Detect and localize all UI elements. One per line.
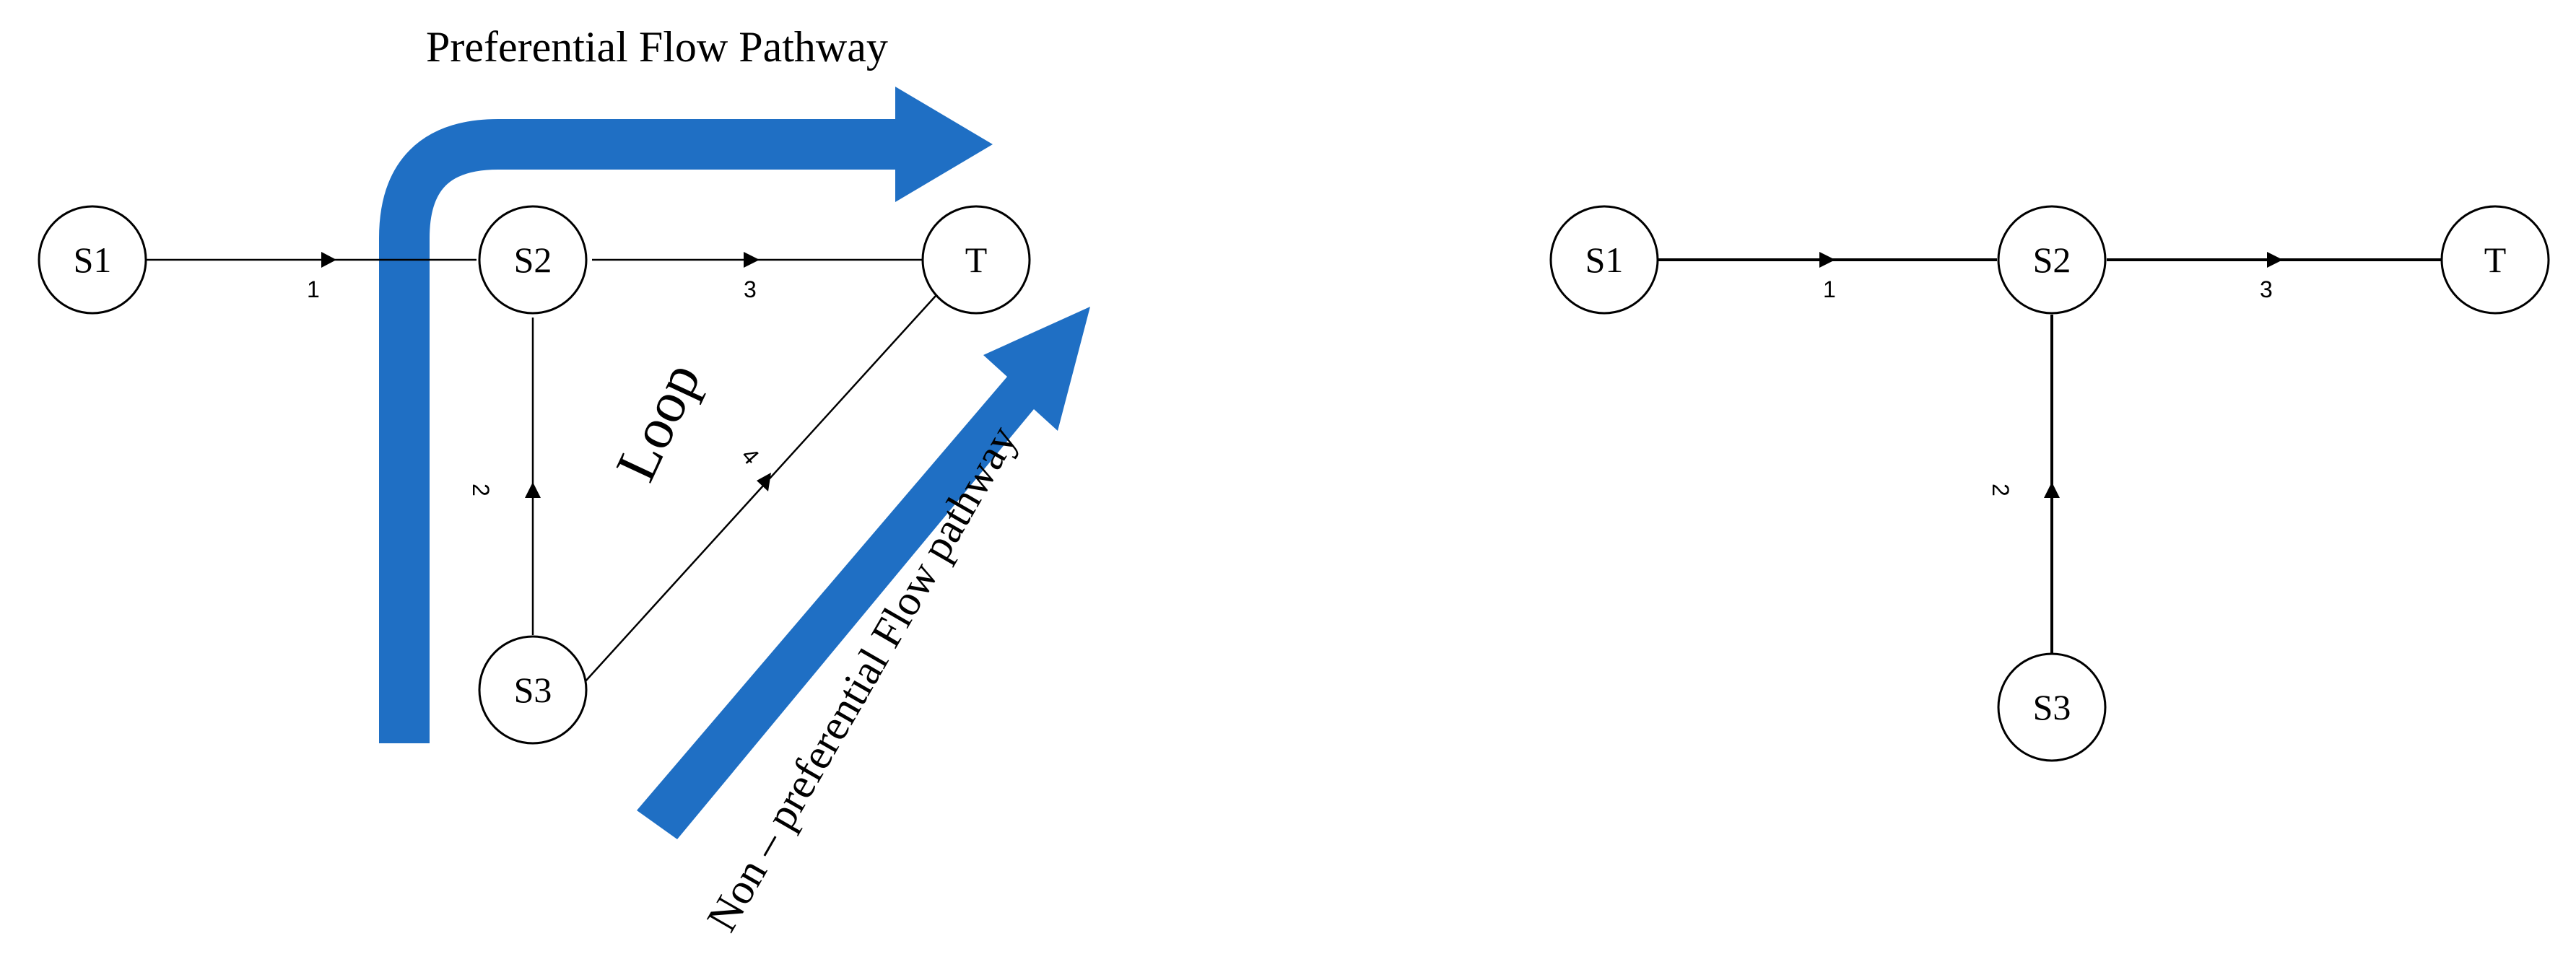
node-s3-right: S3 — [1997, 652, 2107, 762]
non-preferential-flow-arrow — [637, 307, 1090, 839]
node-label-s1-right: S1 — [1585, 240, 1624, 280]
edge-label-1: 1 — [307, 276, 320, 302]
node-label-t-right: T — [2484, 240, 2507, 280]
node-s1: S1 — [38, 205, 147, 315]
edge-label-3-right: 3 — [2260, 276, 2273, 302]
node-s2: S2 — [478, 205, 588, 315]
right-panel: 1 3 2 S1 S2 T S3 — [1549, 205, 2550, 762]
node-label-s1: S1 — [74, 240, 112, 280]
node-s1-right: S1 — [1549, 205, 1659, 315]
preferential-flow-arrow — [379, 87, 993, 743]
non-preferential-flow-label: Non – preferential Flow pathway — [697, 418, 1026, 940]
node-label-s2-right: S2 — [2033, 240, 2071, 280]
node-label-t: T — [965, 240, 988, 280]
node-s3: S3 — [478, 635, 588, 745]
edge-s2-t — [592, 252, 924, 268]
edge-label-2-right: 2 — [1988, 483, 2014, 496]
node-t-right: T — [2440, 205, 2550, 315]
edge-label-2: 2 — [468, 483, 494, 496]
node-label-s2: S2 — [514, 240, 552, 280]
node-label-s3: S3 — [514, 670, 552, 710]
edge-label-4: 4 — [736, 442, 765, 469]
loop-label: Loop — [604, 353, 713, 490]
edge-s1-s2-right — [1658, 252, 1997, 268]
edge-label-3: 3 — [744, 276, 757, 302]
preferential-flow-label: Preferential Flow Pathway — [426, 23, 888, 71]
edge-s3-t — [584, 295, 936, 683]
edge-s2-t-right — [2107, 252, 2443, 268]
edge-s3-s2 — [525, 318, 541, 635]
edge-label-1-right: 1 — [1823, 276, 1836, 302]
node-t: T — [921, 205, 1031, 315]
edge-s3-s2-right — [2044, 315, 2060, 653]
node-s2-right: S2 — [1997, 205, 2107, 315]
edge-s1-s2 — [146, 252, 477, 268]
left-panel: 1 3 2 4 S1 S2 T S3 — [38, 23, 1090, 940]
node-label-s3-right: S3 — [2033, 687, 2071, 727]
